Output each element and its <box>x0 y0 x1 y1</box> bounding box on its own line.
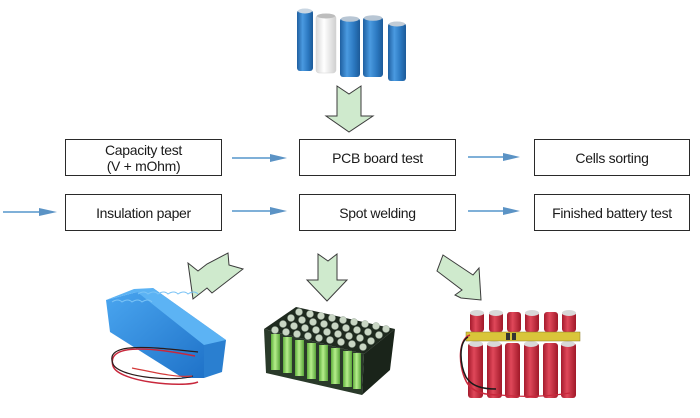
pcb-board <box>465 331 581 342</box>
step-cells-sorting: Cells sorting <box>534 139 690 176</box>
step-insulation-paper-label: Insulation paper <box>96 204 191 221</box>
step-spot-welding: Spot welding <box>299 194 456 231</box>
step-pcb-board-test: PCB board test <box>299 139 456 176</box>
block-arrow-down-left-icon <box>187 252 245 300</box>
step-pcb-board-test-label: PCB board test <box>332 149 423 166</box>
blue-battery-pack-image <box>106 288 226 385</box>
step-finished-battery-test: Finished battery test <box>534 194 690 231</box>
block-arrow-down-icon <box>324 85 375 133</box>
flow-arrow-welding-to-finished <box>468 207 520 215</box>
step-finished-battery-test-label: Finished battery test <box>552 204 672 221</box>
cell-1 <box>297 8 313 71</box>
step-capacity-test: Capacity test (V + mOhm) <box>65 139 222 176</box>
step-insulation-paper: Insulation paper <box>65 194 222 231</box>
green-battery-pack-image <box>264 307 395 395</box>
step-capacity-test-line1: Capacity test <box>104 141 183 158</box>
block-arrow-down-right-icon <box>436 254 482 301</box>
cell-5 <box>388 21 406 81</box>
red-battery-pack-image <box>459 310 581 398</box>
step-cells-sorting-label: Cells sorting <box>575 149 649 166</box>
step-spot-welding-label: Spot welding <box>339 204 416 221</box>
flow-arrow-capacity-to-pcb <box>232 154 287 162</box>
flow-arrow-entry-to-insulation <box>3 208 57 216</box>
cell-3 <box>340 16 360 77</box>
block-arrow-down-center-icon <box>305 252 349 302</box>
cell-2 <box>315 13 337 74</box>
flow-arrow-insulation-to-welding <box>232 207 287 215</box>
flow-arrow-pcb-to-sorting <box>468 153 520 161</box>
cell-4 <box>363 15 383 77</box>
step-capacity-test-line2: (V + mOhm) <box>106 157 181 174</box>
